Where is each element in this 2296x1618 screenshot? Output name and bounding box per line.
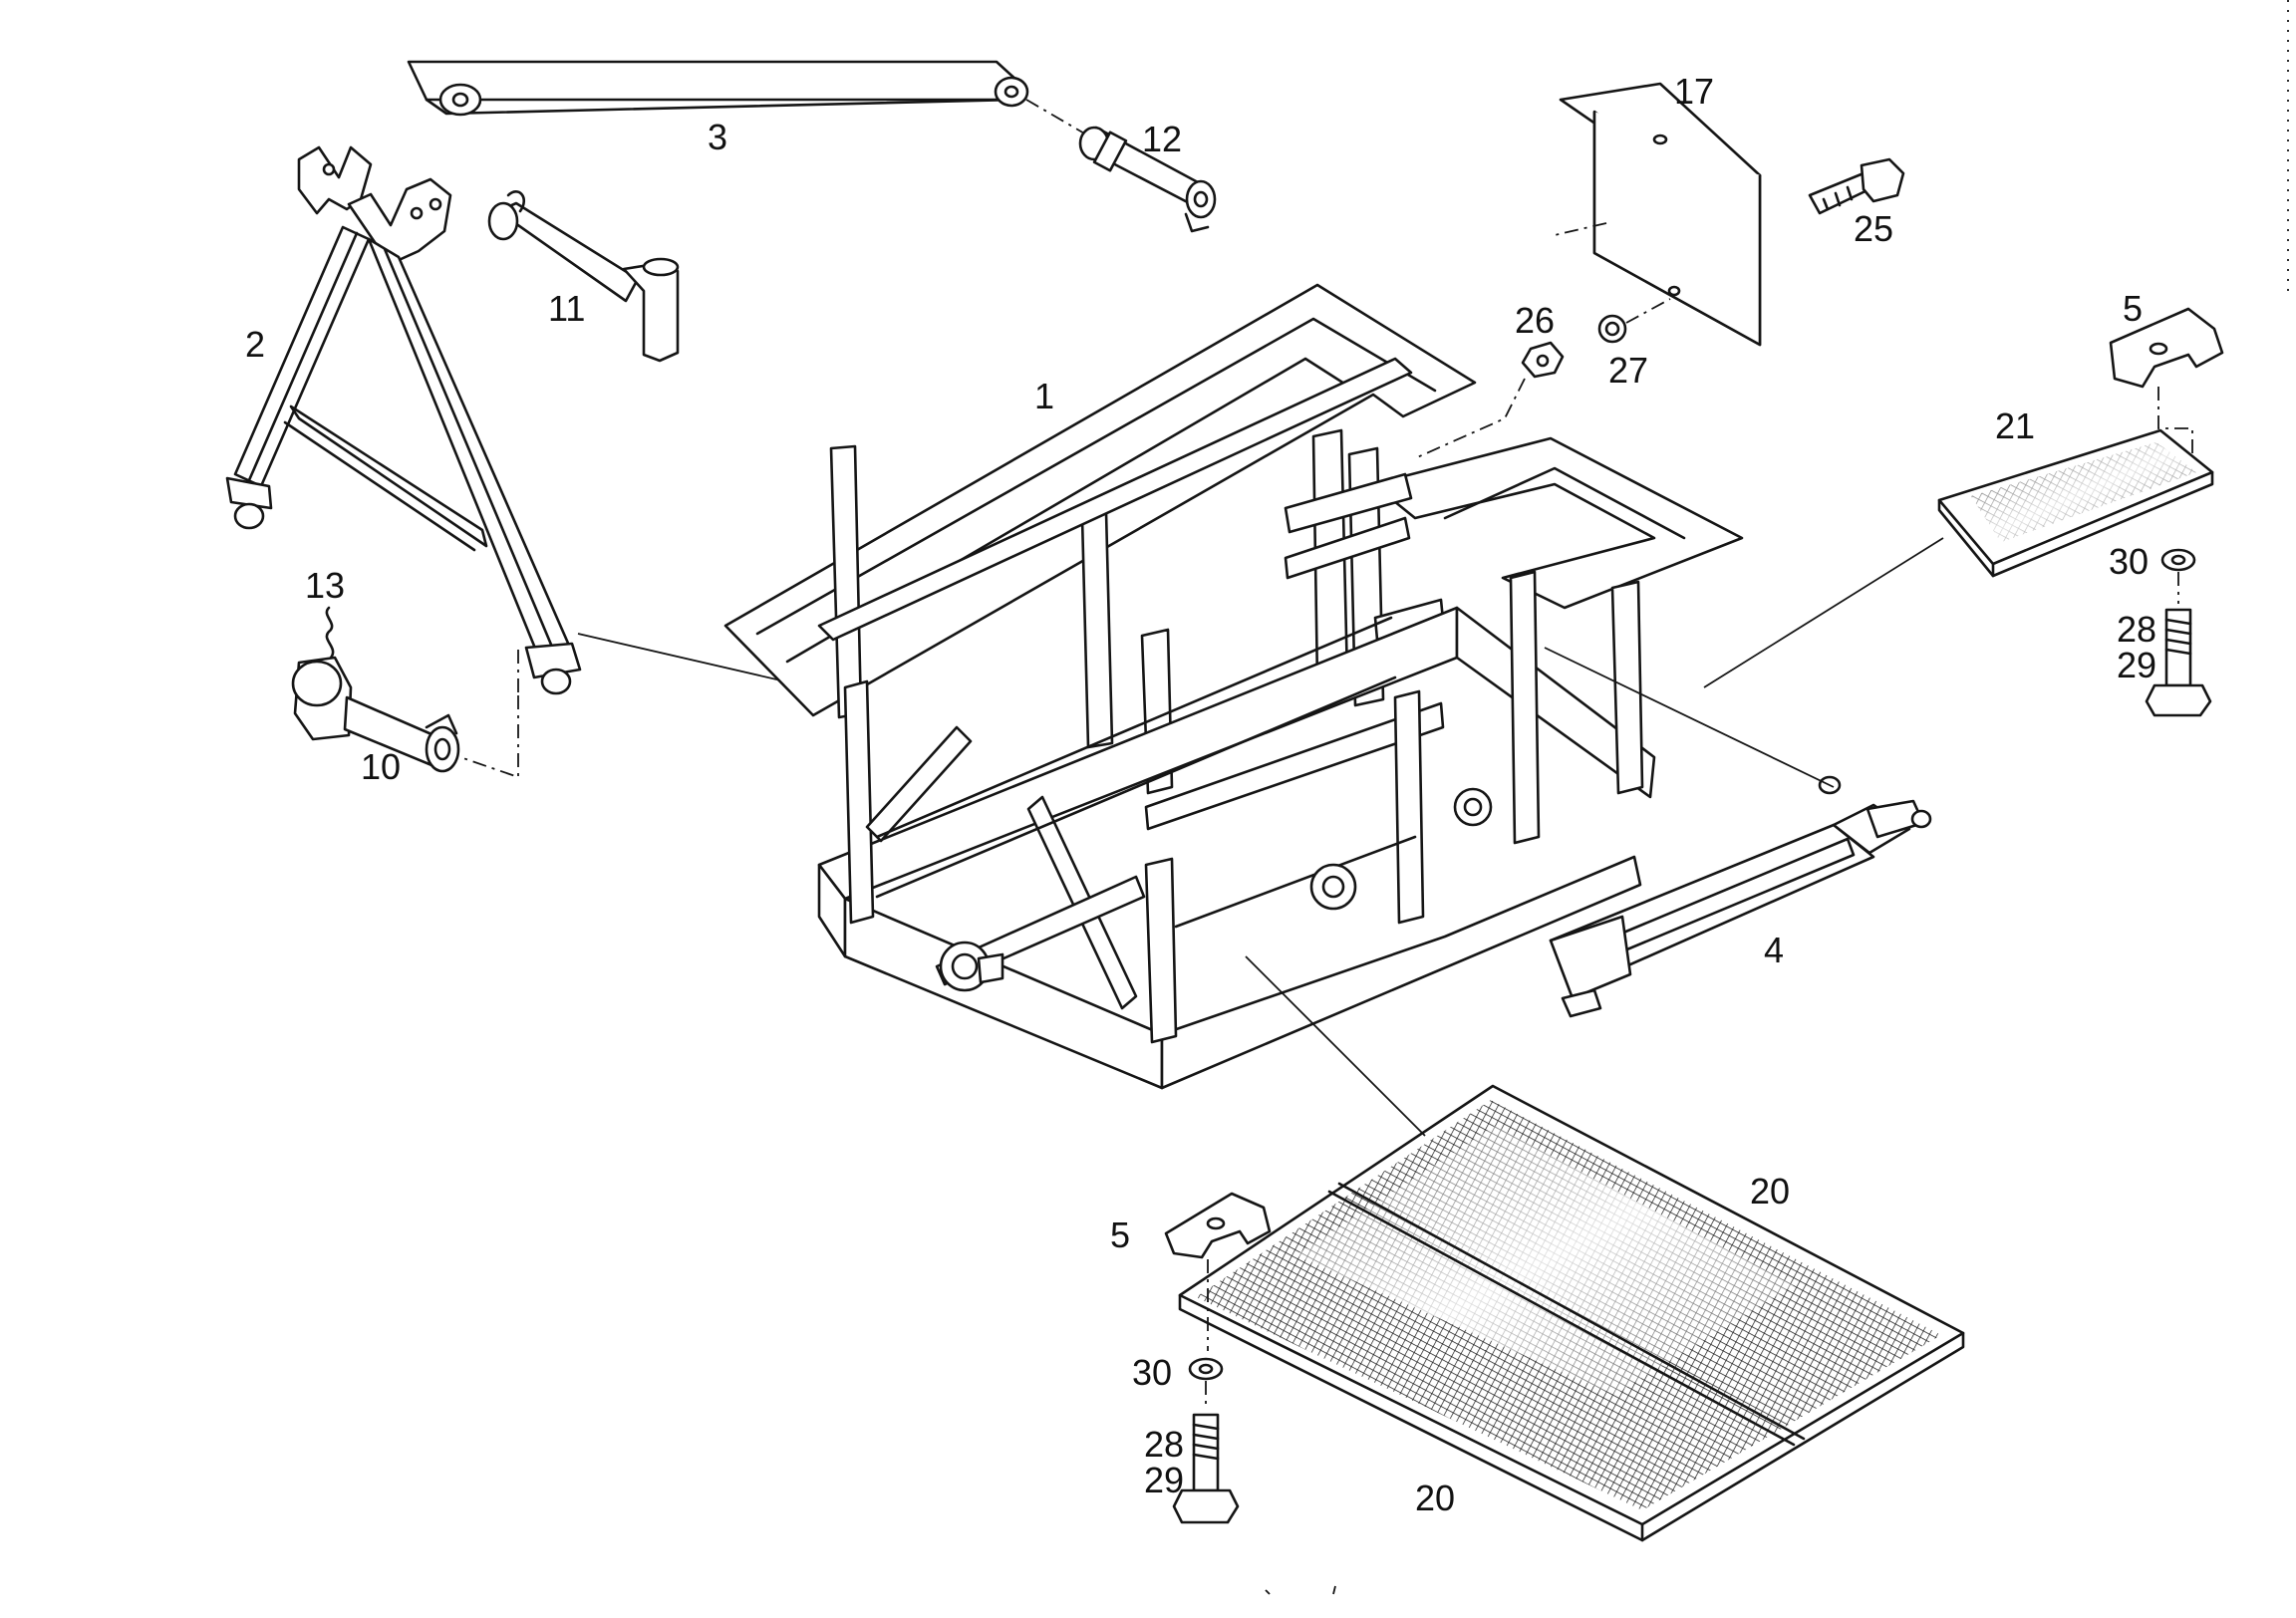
label-hydraulic-cylinder: 4	[1764, 930, 1784, 970]
label-pin-chain: 10	[361, 746, 401, 787]
label-bracket-plate: 17	[1674, 71, 1714, 112]
right-fasteners-part	[2145, 548, 2212, 717]
pivot-pin-part	[1078, 126, 1217, 233]
label-floor-plate-left: 20	[1415, 1478, 1455, 1518]
label-top-bar: 3	[708, 117, 727, 157]
label-chain-clip: 13	[305, 565, 345, 606]
label-pin-handle: 11	[548, 288, 585, 329]
label-bolt-bracket: 25	[1854, 208, 1893, 249]
hydraulic-cylinder-part	[1544, 647, 1932, 1018]
label-washer-bottom: 30	[1132, 1352, 1172, 1393]
step-plate-part	[1703, 428, 2214, 688]
bracket-plate-part	[1554, 82, 1762, 347]
label-pin-pivot: 12	[1142, 119, 1182, 159]
label-bolt-bottom-a: 28	[1144, 1424, 1184, 1465]
scan-edge-marks	[1265, 0, 2289, 1595]
label-bolt-bottom-b: 29	[1144, 1460, 1184, 1500]
part-labels: 1 2 3 4 5 5 10 11 12 13 17 20 20 21 25 2…	[245, 71, 2156, 1518]
label-nut: 26	[1515, 300, 1555, 341]
label-washer-bracket: 27	[1608, 350, 1648, 391]
label-a-frame: 2	[245, 324, 265, 365]
label-clamp-bottom: 5	[1110, 1214, 1130, 1255]
handle-pin-part	[487, 190, 680, 363]
nut-washer-part	[1414, 298, 1671, 459]
a-frame-part	[225, 145, 838, 779]
label-bolt-right-b: 29	[2117, 645, 2156, 685]
floor-plates-part	[1178, 955, 1965, 1542]
chain-pin-part	[291, 606, 460, 773]
label-step-plate: 21	[1995, 405, 2035, 446]
label-washer-right: 30	[2109, 541, 2149, 582]
bracket-bolt-part	[1808, 157, 1905, 215]
clamp-bottom-part	[1164, 1192, 1272, 1351]
basket-frame-part	[723, 283, 1744, 1090]
label-clamp-right: 5	[2123, 288, 2143, 329]
label-floor-plate-right: 20	[1750, 1171, 1790, 1212]
bottom-fasteners-part	[1172, 1357, 1240, 1524]
top-bar-part	[407, 60, 1087, 135]
clamp-right-part	[2109, 307, 2224, 468]
label-frame: 1	[1034, 376, 1054, 416]
label-bolt-right-a: 28	[2117, 609, 2156, 650]
